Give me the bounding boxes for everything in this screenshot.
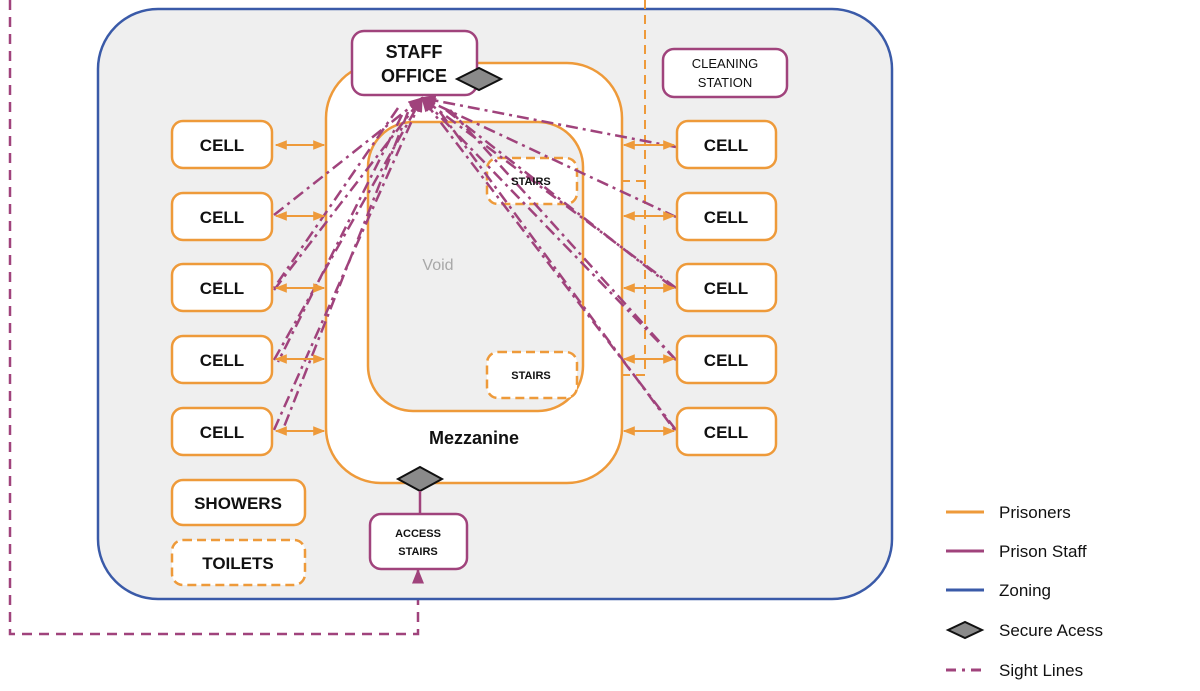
cell-right-2: [675, 191, 778, 242]
stairs-upper-label: STAIRS: [511, 176, 551, 188]
sight-line: [276, 114, 404, 363]
staff-office-label-2: OFFICE: [381, 66, 447, 86]
staff-office: [350, 29, 479, 97]
toilets-label: TOILETS: [202, 554, 273, 573]
legend: Prisoners Prison Staff Zoning Secure Ace…: [945, 503, 1103, 680]
mezzanine-label: Mezzanine: [429, 428, 519, 448]
cell-label: CELL: [200, 351, 244, 370]
legend-prisoners-label: Prisoners: [999, 503, 1071, 522]
cell-right-5: [675, 406, 778, 457]
cell-label: CELL: [704, 136, 748, 155]
stairs-lower-label: STAIRS: [511, 370, 551, 382]
legend-zoning-label: Zoning: [999, 581, 1051, 600]
access-stairs-label-1: ACCESS: [395, 528, 441, 540]
access-stairs-label-2: STAIRS: [398, 546, 438, 558]
secure-access-diamond: [395, 465, 445, 493]
cell-left-5: [170, 406, 274, 457]
cell-label: CELL: [704, 423, 748, 442]
showers: [170, 478, 307, 527]
staff-office-label-1: STAFF: [386, 42, 443, 62]
access-stairs: [368, 512, 469, 571]
sight-line: [420, 96, 677, 361]
sight-line: [438, 111, 678, 433]
cell-right-1: [675, 119, 778, 170]
sight-lines: [272, 94, 678, 433]
cell-label: CELL: [200, 208, 244, 227]
cell-label: CELL: [704, 279, 748, 298]
sight-line: [420, 94, 677, 149]
sight-line: [280, 111, 410, 433]
cell-left-2: [170, 191, 274, 242]
sight-line: [272, 96, 424, 431]
cell-label: CELL: [200, 279, 244, 298]
cell-left-3: [170, 262, 274, 313]
cleaning-station: [661, 47, 789, 99]
cell-right-4: [675, 334, 778, 385]
void-label: Void: [422, 257, 453, 274]
cell-label: CELL: [200, 423, 244, 442]
sight-line: [420, 96, 677, 219]
legend-secure-label: Secure Acess: [999, 621, 1103, 640]
stairs-lower: [485, 350, 579, 400]
showers-label: SHOWERS: [194, 494, 282, 513]
cell-label: CELL: [704, 351, 748, 370]
sight-line: [273, 96, 423, 291]
sight-line: [449, 109, 677, 361]
toilets: [170, 538, 307, 587]
cell-label: CELL: [704, 208, 748, 227]
cell-label: CELL: [200, 136, 244, 155]
sight-line: [272, 107, 400, 289]
cell-right-3: [675, 262, 778, 313]
cleaning-station-label-1: CLEANING: [692, 56, 758, 71]
cell-left-1: [170, 119, 274, 170]
sight-line: [273, 97, 424, 216]
secure-access-diamond: [454, 66, 504, 92]
legend-sightlines-label: Sight Lines: [999, 661, 1083, 680]
prisoner-arrows: [274, 140, 676, 436]
cleaning-station-label-2: STATION: [698, 75, 752, 90]
legend-secure-diamond-icon: [945, 620, 985, 640]
external-staff-route: [8, 0, 420, 636]
sight-line: [445, 109, 677, 291]
cell-left-4: [170, 334, 274, 385]
sight-line: [420, 96, 677, 290]
legend-staff-label: Prison Staff: [999, 542, 1087, 561]
